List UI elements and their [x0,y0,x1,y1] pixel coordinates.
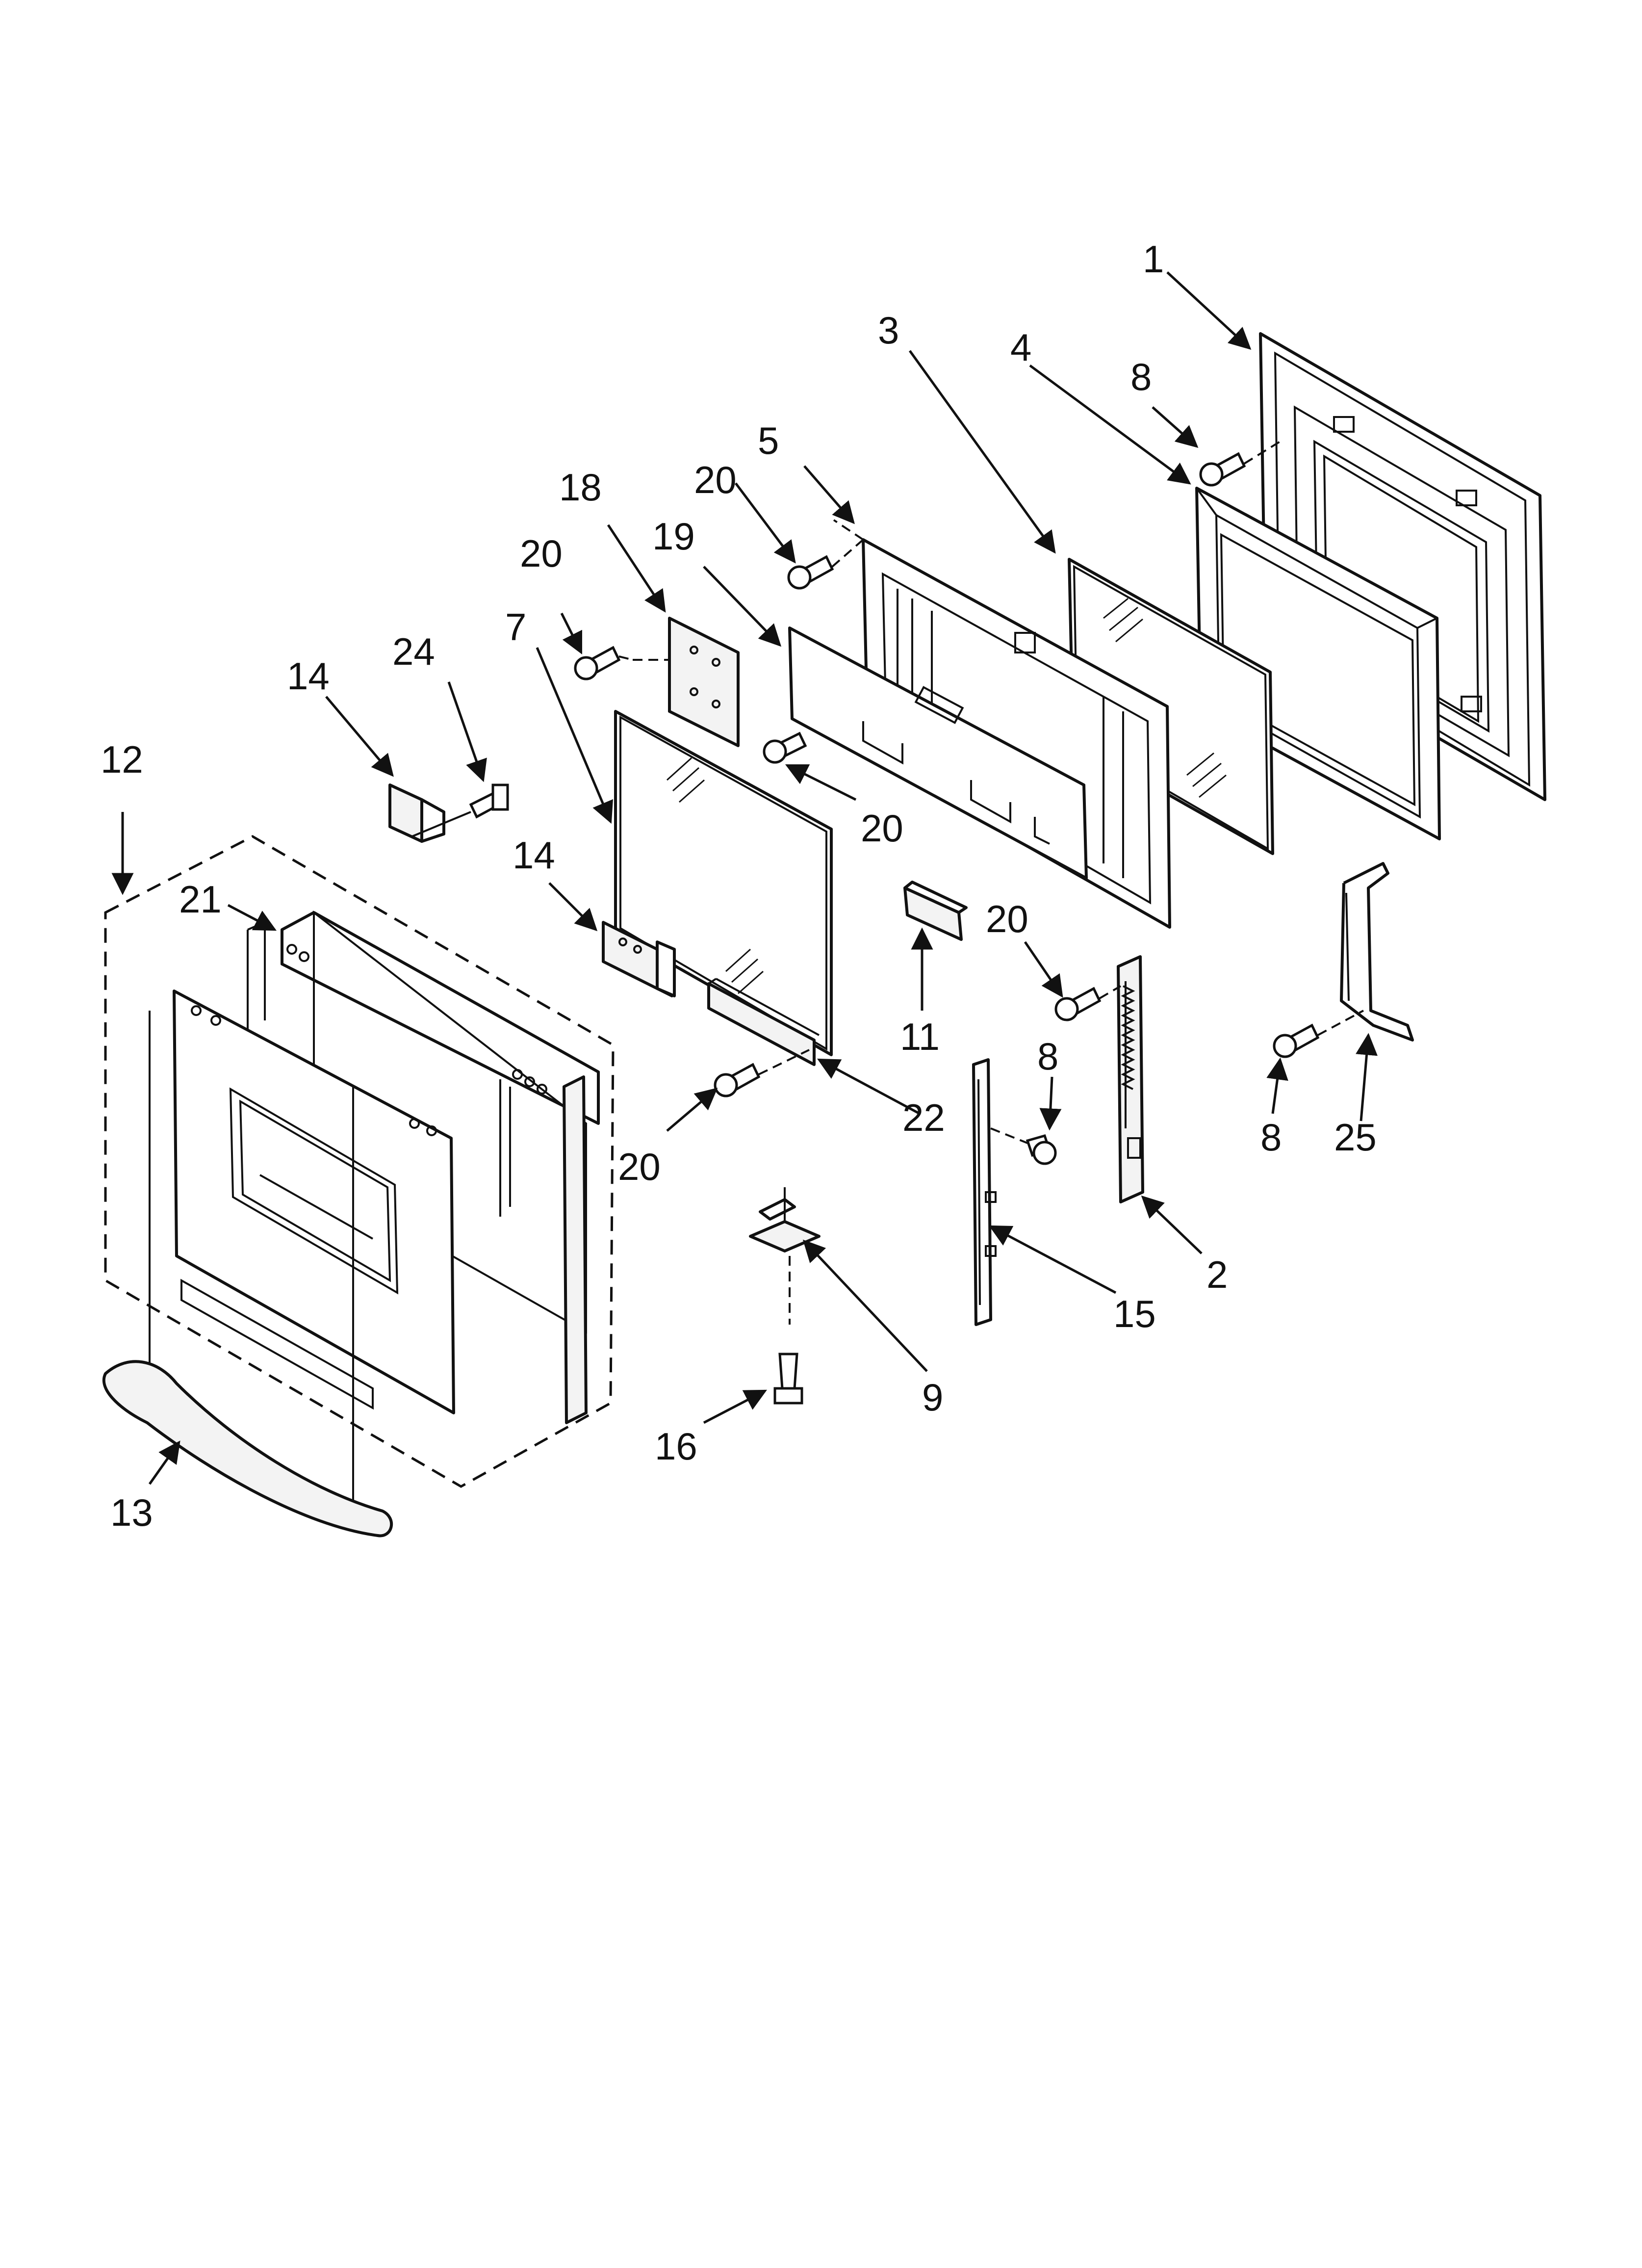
outer-glass-part [614,710,833,1056]
hinge-arm-part [972,1058,997,1326]
callout-13: 13 [110,1491,153,1534]
callout-25: 25 [1334,1116,1377,1159]
callout-24: 24 [392,630,435,673]
callout-20-bottom: 20 [618,1145,661,1188]
callout-1: 1 [1143,237,1164,281]
vent-bracket-part [1340,862,1414,1042]
callout-4: 4 [1010,326,1031,369]
heat-shield-part [788,626,1088,880]
callout-14-lower: 14 [513,834,555,877]
callout-12: 12 [101,738,143,781]
callout-11: 11 [900,1015,940,1058]
callout-8-top: 8 [1130,355,1152,398]
callout-18: 18 [559,466,602,509]
hinge-receptacle-lower-part [602,921,676,997]
callout-9: 9 [922,1376,943,1419]
screw-20-c [763,731,807,764]
callout-20-top: 20 [694,458,737,501]
callout-2: 2 [1206,1253,1228,1296]
callout-5: 5 [758,419,779,462]
callout-3: 3 [878,309,899,352]
callout-14-upper: 14 [287,654,330,698]
callout-21: 21 [179,878,222,921]
callout-20-hinge: 20 [986,897,1028,940]
door-handle-part [102,1360,393,1538]
callout-labels: 1 2 3 4 5 7 8 8 8 9 11 12 13 14 14 15 16… [101,237,1377,1534]
screw-8-a [1199,441,1281,487]
screw-20-b [787,539,864,590]
leader-lines [111,271,1378,1485]
hinge-channel-part [1117,955,1144,1203]
callout-20-heat-shield: 20 [861,807,903,850]
door-frame-part [1259,332,1546,801]
callout-20-left: 20 [520,532,563,575]
screw-8-b [990,1127,1057,1165]
screw-20-d [1054,985,1122,1021]
callout-15: 15 [1113,1292,1156,1335]
bracket-plate-part [633,617,740,747]
door-clip-part [749,1187,821,1325]
spacer-block-part [903,881,968,941]
screw-20-e [714,1049,810,1097]
glass-retainer-strip-part [707,978,820,1066]
callout-8-right: 8 [1260,1116,1282,1159]
callout-22: 22 [902,1096,945,1139]
outer-door-assembly-part [104,835,615,1521]
callout-8-middle: 8 [1037,1035,1058,1078]
callout-7: 7 [505,605,526,649]
hinge-receptacle-upper-part [388,783,471,843]
clip-screw-part [773,1353,803,1405]
screw-20-a [574,646,633,680]
callout-16: 16 [655,1425,697,1468]
callout-19: 19 [652,515,695,558]
hinge-screw-part [469,783,509,819]
screw-8-c [1273,1010,1364,1058]
